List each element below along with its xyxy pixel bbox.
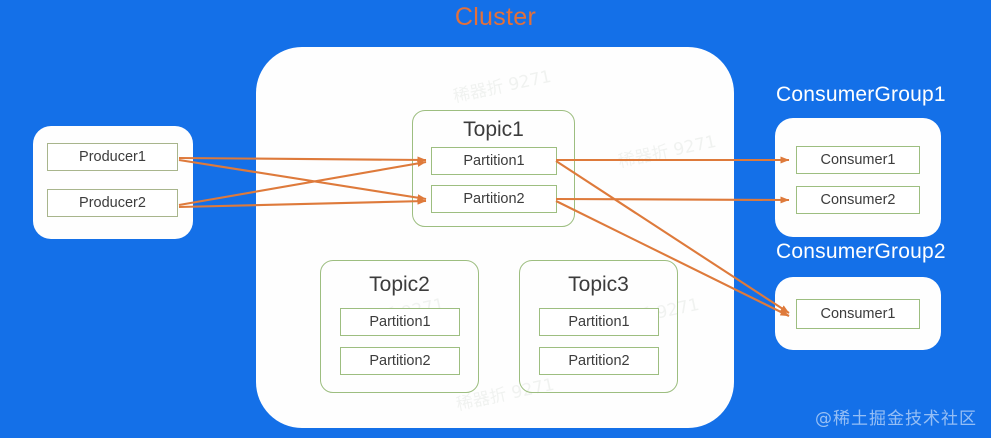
topic-2-box[interactable]: Topic2 Partition1 Partition2 (320, 260, 479, 393)
topic-1-partition-1[interactable]: Partition1 (431, 147, 557, 175)
consumer-group-2-panel: Consumer1 (775, 277, 941, 350)
consumer-group-1-panel: Consumer1 Consumer2 (775, 118, 941, 237)
topic-3-label: Topic3 (568, 273, 629, 296)
topic-2-label: Topic2 (369, 273, 430, 296)
consumer-group-1-title: ConsumerGroup1 (776, 83, 946, 106)
topic-3-box[interactable]: Topic3 Partition1 Partition2 (519, 260, 678, 393)
cluster-title: Cluster (454, 3, 537, 31)
topic-3-partition-2[interactable]: Partition2 (539, 347, 659, 375)
topic-2-partition-2[interactable]: Partition2 (340, 347, 460, 375)
producer-2-box[interactable]: Producer2 (47, 189, 178, 217)
topic-1-partition-2[interactable]: Partition2 (431, 185, 557, 213)
site-watermark: @稀土掘金技术社区 (815, 409, 977, 429)
topic-1-box[interactable]: Topic1 Partition1 Partition2 (412, 110, 575, 227)
producer-1-box[interactable]: Producer1 (47, 143, 178, 171)
consumer-group-1-consumer-2[interactable]: Consumer2 (796, 186, 920, 214)
consumer-group-2-title: ConsumerGroup2 (776, 240, 946, 263)
topic-2-partition-1[interactable]: Partition1 (340, 308, 460, 336)
topic-1-label: Topic1 (463, 118, 524, 141)
consumer-group-1-consumer-1[interactable]: Consumer1 (796, 146, 920, 174)
producers-panel: Producer1 Producer2 (33, 126, 193, 239)
consumer-group-2-consumer-1[interactable]: Consumer1 (796, 299, 920, 329)
topic-3-partition-1[interactable]: Partition1 (539, 308, 659, 336)
